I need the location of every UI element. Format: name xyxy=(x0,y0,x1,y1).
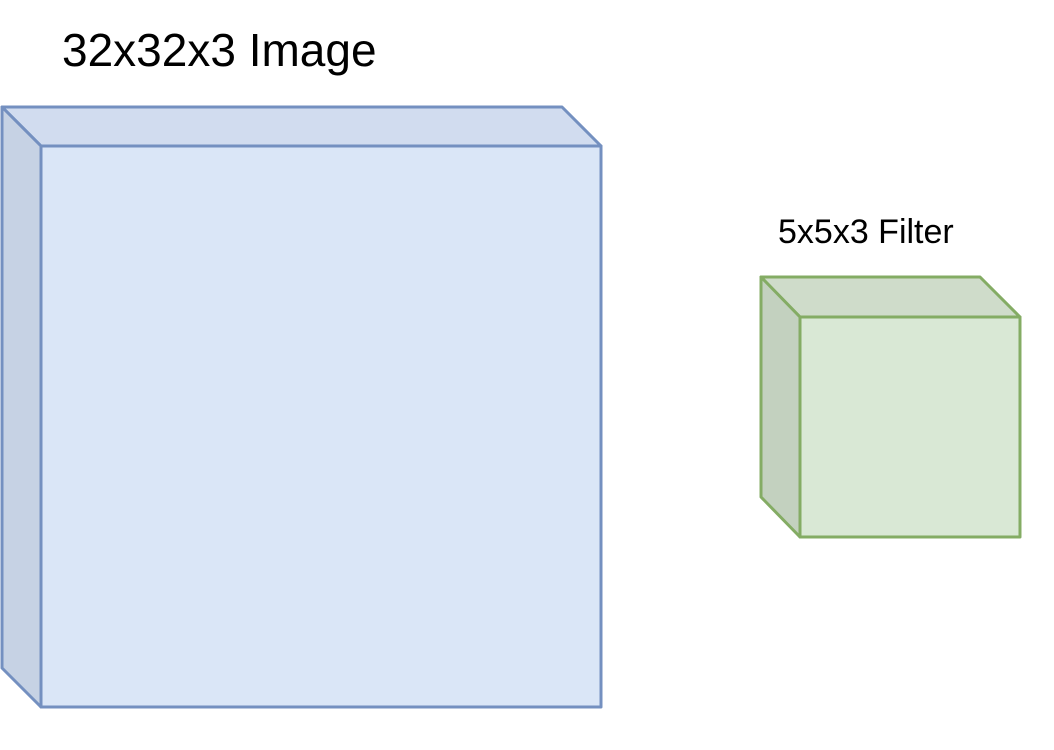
image-volume-side-face xyxy=(0,105,43,709)
image-volume-front-face xyxy=(39,144,603,709)
filter-volume-side-face xyxy=(759,275,802,539)
filter-volume xyxy=(759,275,1022,539)
image-volume xyxy=(0,105,603,709)
image-volume-label: 32x32x3 Image xyxy=(62,24,377,76)
filter-volume-label: 5x5x3 Filter xyxy=(778,213,954,251)
filter-volume-front-face xyxy=(798,315,1022,539)
filter-volume-top-face xyxy=(759,275,1022,319)
image-volume-top-face xyxy=(0,105,603,148)
